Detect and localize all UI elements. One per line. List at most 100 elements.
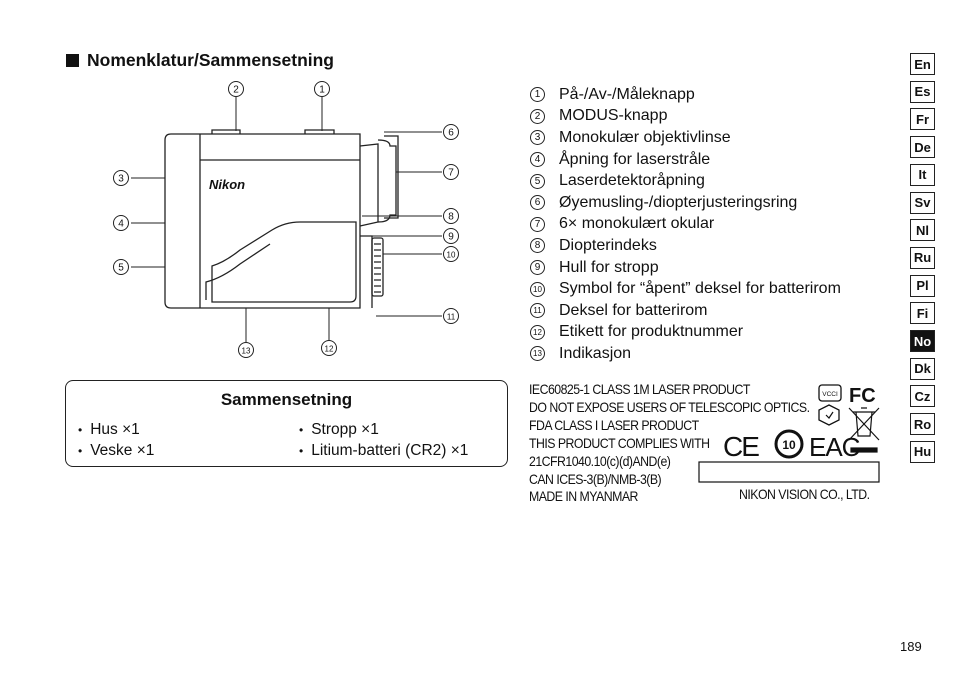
label-line: DO NOT EXPOSE USERS OF TELESCOPIC OPTICS… [529,399,810,415]
manufacturer-name: NIKON VISION CO., LTD. [739,486,870,502]
callout-6: 6 [443,124,459,140]
contents-box: Sammensetning Hus ×1 Veske ×1 Stropp ×1 … [65,380,508,467]
label-line: CAN ICES-3(B)/NMB-3(B) [529,471,662,487]
section-title: Nomenklatur/Sammensetning [87,50,334,70]
label-line: FDA CLASS I LASER PRODUCT [529,417,699,433]
tab-de[interactable]: De [910,136,935,159]
callout-1: 1 [314,81,330,97]
contents-title: Sammensetning [220,390,353,409]
item-label: Åpning for laserstråle [559,150,711,168]
item-number: 7 [530,216,545,232]
callout-13: 13 [238,342,254,358]
callout-10: 10 [443,246,459,262]
svg-text:12: 12 [325,345,334,354]
label-line: IEC60825-1 CLASS 1M LASER PRODUCT [529,381,750,397]
list-item: 8 Diopterindeks [530,235,841,257]
item-label: Hull for stropp [559,258,659,276]
list-item: Stropp ×1 [299,419,468,440]
product-label: IEC60825-1 CLASS 1M LASER PRODUCT DO NOT… [529,380,885,505]
callout-12: 12 [321,340,337,356]
eac-icon: EAC [809,432,860,462]
item-label: Symbol for “åpent” deksel for batterirom [559,280,841,298]
tab-pl[interactable]: Pl [910,274,935,297]
svg-text:9: 9 [448,232,454,243]
svg-text:5: 5 [118,263,124,274]
tab-nl[interactable]: Nl [910,219,935,242]
list-item: Veske ×1 [78,440,154,461]
rohs-icon: 10 [774,429,804,459]
svg-text:3: 3 [118,174,124,185]
list-item: 11 Deksel for batterirom [530,300,841,322]
list-item: 10 Symbol for “åpent” deksel for batterir… [530,278,841,300]
item-number: 8 [530,238,545,254]
callout-4: 4 [113,215,129,231]
tab-it[interactable]: It [910,163,935,186]
ce-icon: CE [723,431,759,462]
item-number: 13 [530,346,545,362]
product-number-box [698,461,880,483]
tab-ro[interactable]: Ro [910,413,935,436]
tab-no[interactable]: No [910,330,935,352]
label-line: 21CFR1040.10(c)(d)AND(e) [529,453,671,469]
item-label: Indikasjon [559,344,632,362]
tab-fr[interactable]: Fr [910,108,935,131]
item-number: 10 [530,281,545,297]
section-heading: Nomenklatur/Sammensetning [66,50,334,71]
item-number: 6 [530,195,545,211]
svg-text:11: 11 [447,313,456,322]
weee-icon [848,407,880,453]
list-item: Hus ×1 [78,419,154,440]
tab-es[interactable]: Es [910,80,935,103]
tab-dk[interactable]: Dk [910,357,935,380]
tab-fi[interactable]: Fi [910,302,935,325]
list-item: 9 Hull for stropp [530,257,841,279]
tab-ru[interactable]: Ru [910,246,935,269]
tab-cz[interactable]: Cz [910,385,935,408]
svg-text:8: 8 [448,212,454,223]
contents-left-list: Hus ×1 Veske ×1 [78,419,154,461]
svg-text:10: 10 [447,251,456,260]
tab-en[interactable]: En [910,53,935,75]
item-number: 4 [530,152,545,168]
callout-5: 5 [113,259,129,275]
svg-text:2: 2 [233,85,239,96]
list-item: Litium-batteri (CR2) ×1 [299,440,468,461]
item-number: 9 [530,260,545,276]
item-label: På-/Av-/Måleknapp [559,85,695,103]
item-number: 11 [530,303,545,319]
item-number: 2 [530,108,545,124]
item-label: Etikett for produktnummer [559,323,744,341]
callout-9: 9 [443,228,459,244]
svg-text:1: 1 [319,85,325,96]
label-line: THIS PRODUCT COMPLIES WITH [529,435,710,451]
list-item: 1 På-/Av-/Måleknapp [530,84,841,106]
item-number: 12 [530,324,545,340]
svg-text:10: 10 [782,438,796,452]
rangefinder-diagram: Nikon 1 2 3 4 5 6 7 8 9 10 11 12 13 [113,81,459,358]
label-line: MADE IN MYANMAR [529,488,638,504]
callout-3: 3 [113,170,129,186]
callout-markers: 1 2 3 4 5 6 7 8 9 10 11 12 13 [113,81,459,358]
svg-text:7: 7 [448,168,454,179]
page-number: 189 [900,639,922,654]
svg-text:VCCI: VCCI [822,391,838,398]
callout-7: 7 [443,164,459,180]
tab-sv[interactable]: Sv [910,191,935,214]
svg-text:13: 13 [242,347,251,356]
device-outline [164,129,399,309]
callout-11: 11 [443,308,459,324]
certification-marks: VCCI FC CE 10 EAC [698,384,880,483]
item-label: Diopterindeks [559,236,657,254]
rcm-icon [818,404,840,426]
tab-hu[interactable]: Hu [910,440,935,463]
item-label: Deksel for batterirom [559,301,708,319]
item-number: 1 [530,87,545,103]
leader-lines [131,97,442,342]
item-number: 3 [530,130,545,146]
square-bullet-icon [66,54,79,67]
